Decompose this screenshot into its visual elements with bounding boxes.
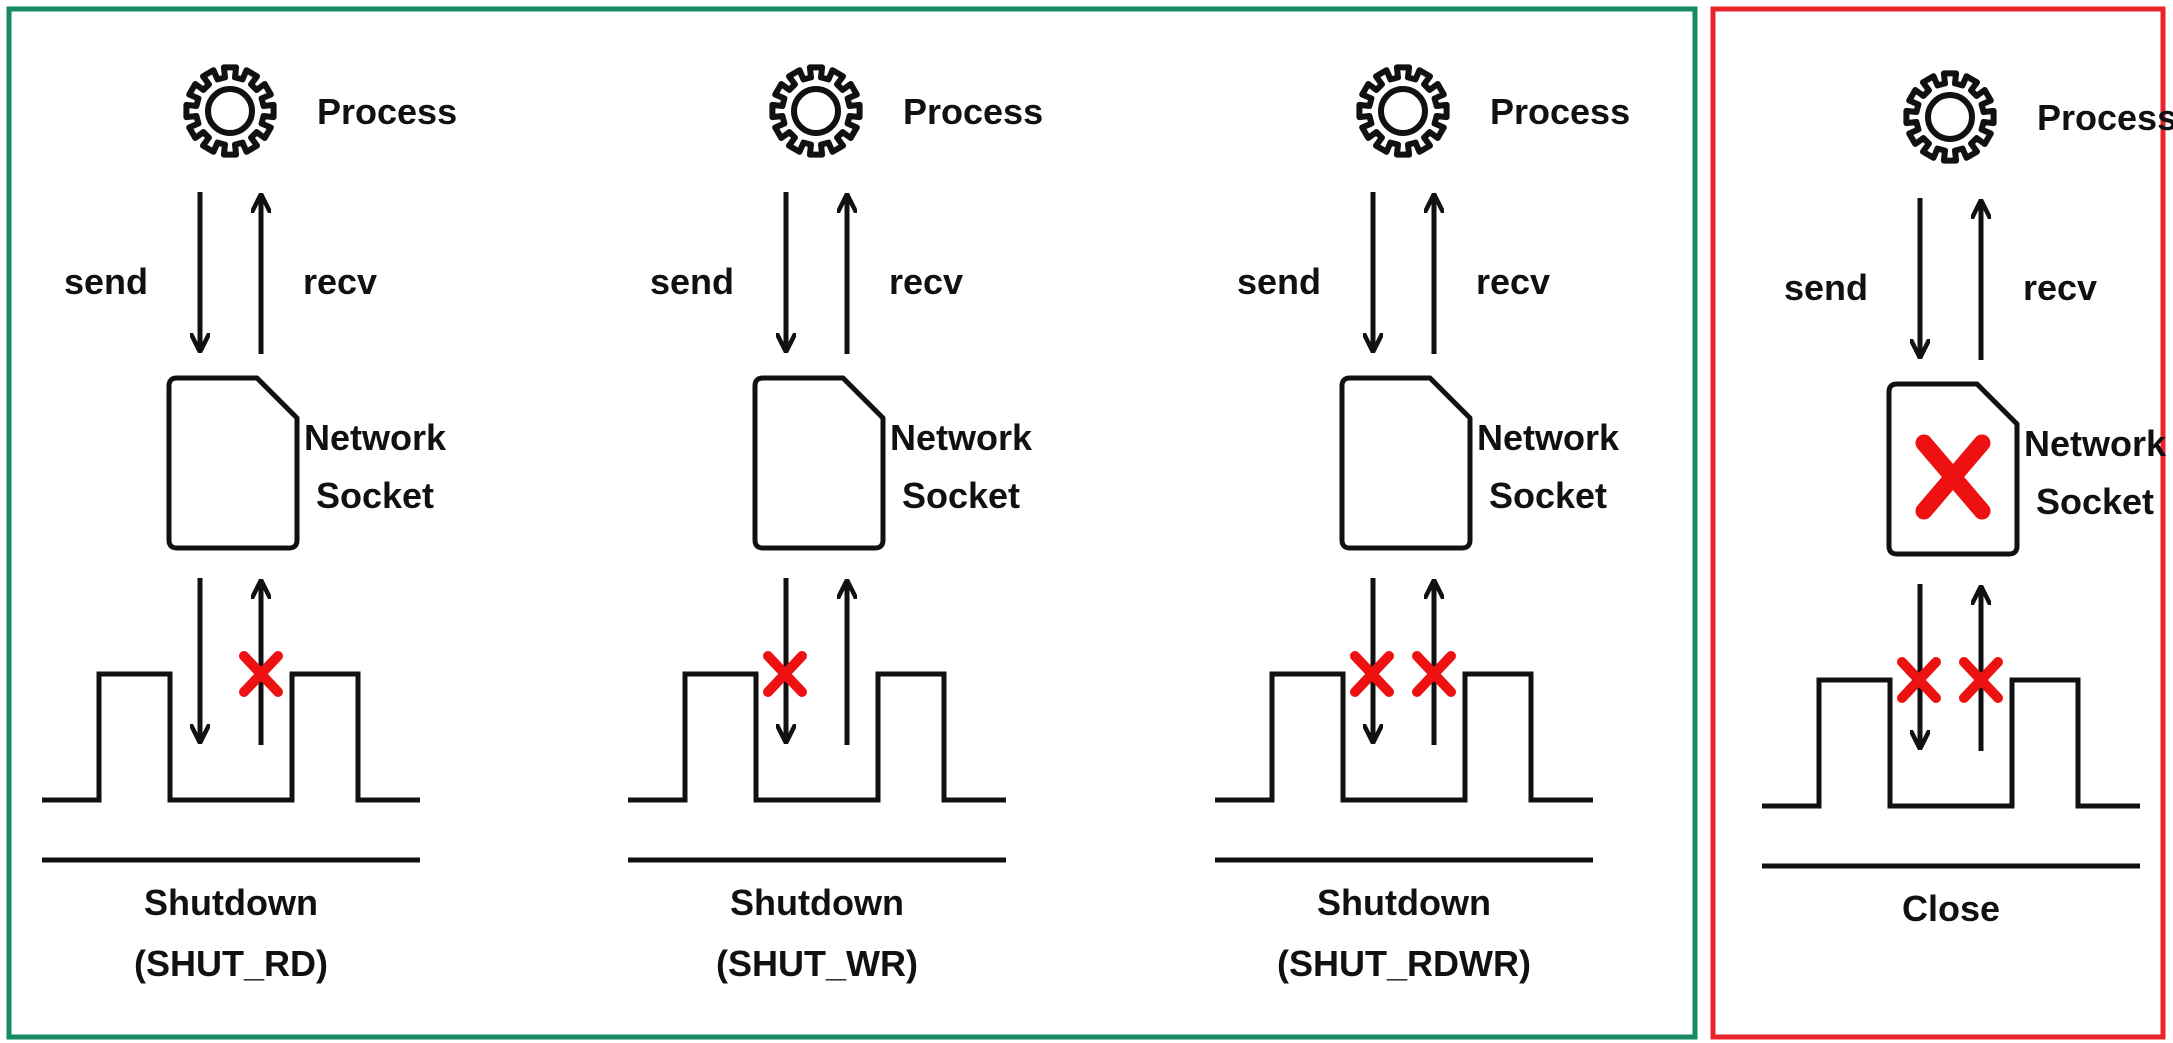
send-label: send [1237, 261, 1321, 302]
send-blocked-cross-icon [763, 651, 807, 697]
gear-icon [1356, 64, 1450, 158]
network-pulse-line [42, 671, 420, 803]
process-label: Process [2037, 97, 2173, 138]
recv-label: recv [889, 261, 963, 302]
send-blocked-cross-icon [1350, 651, 1394, 697]
socket-label-line2: Socket [1489, 475, 1607, 516]
socket-label-line2: Socket [2036, 481, 2154, 522]
caption-line1: Shutdown [730, 882, 904, 923]
socket-label-line1: Network [304, 417, 447, 458]
socket-label-line2: Socket [316, 475, 434, 516]
socket-closed-cross-icon [1915, 434, 1991, 520]
network-pulse-line [1215, 671, 1593, 803]
caption-line2: (SHUT_RDWR) [1277, 943, 1531, 984]
process-label: Process [317, 91, 457, 132]
recv-label: recv [2023, 267, 2097, 308]
caption-line2: (SHUT_WR) [716, 943, 918, 984]
shutdown-group-frame [6, 6, 1698, 1040]
socket-document-icon [752, 375, 886, 551]
socket-label-line2: Socket [902, 475, 1020, 516]
caption-line1: Shutdown [1317, 882, 1491, 923]
gear-icon [769, 64, 863, 158]
caption-line1: Close [1902, 888, 2000, 929]
gear-icon [183, 64, 277, 158]
close-group-frame [1710, 6, 2166, 1040]
network-pulse-line [1762, 677, 2140, 809]
recv-blocked-cross-icon [239, 651, 283, 697]
recv-blocked-cross-icon [1412, 651, 1456, 697]
process-label: Process [903, 91, 1043, 132]
send-label: send [64, 261, 148, 302]
send-label: send [650, 261, 734, 302]
socket-document-icon [1339, 375, 1473, 551]
process-label: Process [1490, 91, 1630, 132]
socket-label-line1: Network [1477, 417, 1620, 458]
recv-label: recv [1476, 261, 1550, 302]
socket-document-icon [166, 375, 300, 551]
socket-label-line1: Network [2024, 423, 2167, 464]
send-label: send [1784, 267, 1868, 308]
caption-line1: Shutdown [144, 882, 318, 923]
socket-document-icon [1886, 381, 2020, 557]
send-blocked-cross-icon [1897, 657, 1941, 703]
network-pulse-line [628, 671, 1006, 803]
recv-blocked-cross-icon [1959, 657, 2003, 703]
gear-icon [1903, 70, 1997, 164]
recv-label: recv [303, 261, 377, 302]
socket-label-line1: Network [890, 417, 1033, 458]
caption-line2: (SHUT_RD) [134, 943, 328, 984]
